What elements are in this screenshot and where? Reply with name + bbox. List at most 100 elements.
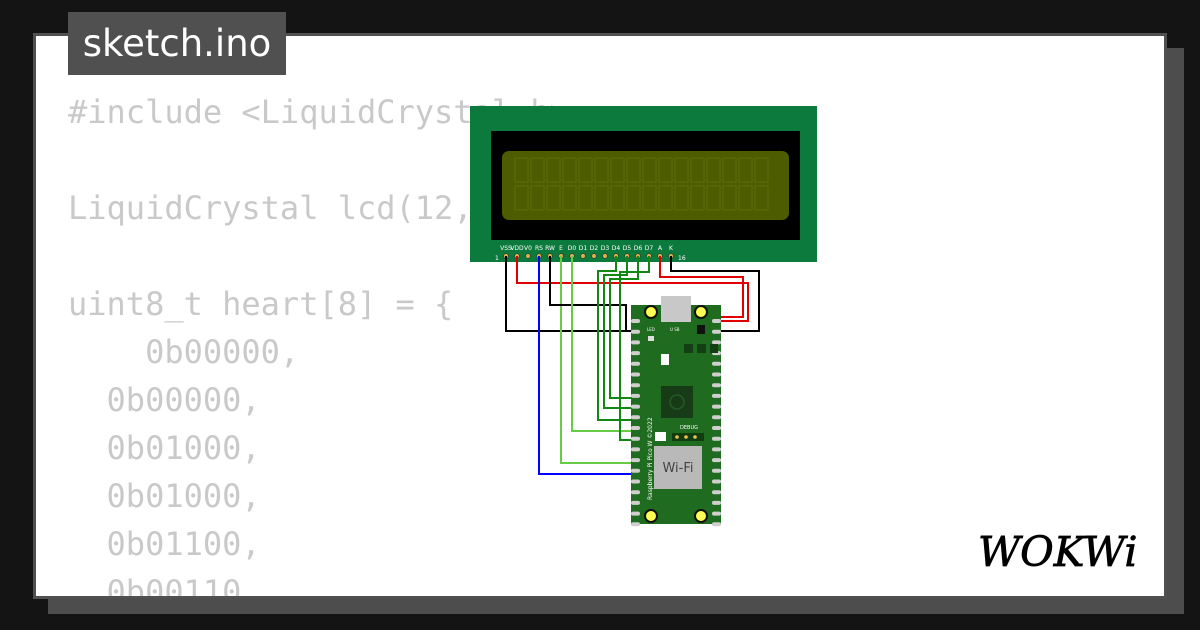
pico-pin-left[interactable] [631, 479, 640, 484]
pico-pin-right[interactable] [712, 468, 721, 473]
pico-pin-left[interactable] [631, 436, 640, 441]
wire-d4[interactable] [597, 256, 637, 421]
lcd-pin-label: D2 [590, 245, 599, 252]
pico-pin-right[interactable] [712, 426, 721, 430]
lcd-character-cell [578, 185, 593, 211]
wires [505, 256, 760, 475]
pico-pin-right[interactable] [712, 522, 721, 527]
pico-pin-left[interactable] [631, 522, 640, 527]
lcd-pin-label: D4 [612, 245, 621, 252]
lcd-character-cell [754, 157, 769, 183]
smd-component [661, 354, 669, 365]
pico-pin-left[interactable] [631, 383, 640, 388]
wire-vdd-vbus[interactable] [516, 256, 749, 322]
pico-pin-right[interactable] [712, 404, 721, 409]
lcd-character-cells [514, 157, 769, 211]
lcd-pin[interactable] [591, 253, 597, 259]
led-label: LED [647, 327, 655, 332]
pico-pin-left[interactable] [631, 458, 640, 463]
pico-pin-left[interactable] [631, 511, 640, 516]
pico-pin-left[interactable] [631, 490, 640, 495]
pico-pin-left[interactable] [631, 361, 640, 366]
pico-pin-left[interactable] [631, 404, 640, 409]
pico-pin-left[interactable] [631, 340, 640, 345]
pico-pin-left[interactable] [631, 447, 640, 452]
lcd-character-cell [546, 157, 561, 183]
pico-pin-left[interactable] [631, 426, 640, 430]
usb-connector [661, 296, 691, 322]
wire-a-3v3[interactable] [659, 256, 744, 318]
pico-pin-right[interactable] [712, 383, 721, 388]
lcd-character-cell [610, 185, 625, 211]
lcd-pin[interactable] [602, 253, 608, 259]
pico-pin-right[interactable] [712, 329, 721, 334]
pico-pin-right[interactable] [712, 415, 721, 420]
pico-pin-right[interactable] [712, 361, 721, 366]
pico-pin-right[interactable] [712, 479, 721, 484]
lcd-character-cell [738, 157, 753, 183]
pico-pin-left[interactable] [631, 329, 640, 334]
pico-pin-right[interactable] [712, 340, 721, 345]
pico-pin-right[interactable] [712, 447, 721, 452]
pico-pin-left[interactable] [631, 319, 640, 323]
lcd-pin-label: D5 [623, 245, 632, 252]
lcd-character-cell [530, 157, 545, 183]
lcd-pin-label: D3 [601, 245, 610, 252]
lcd-character-cell [706, 157, 721, 183]
wire-vss-gnd[interactable] [505, 256, 637, 332]
pico-pin-right[interactable] [712, 500, 721, 505]
lcd-character-cell [546, 185, 561, 211]
code-line: 0b00000, [68, 333, 300, 371]
lcd-pin-label: E [559, 245, 563, 252]
led-component [648, 336, 654, 341]
smd-component [684, 344, 693, 353]
wire-k-gnd[interactable] [670, 256, 760, 332]
code-line: 0b01100, [68, 525, 261, 563]
pico-pin-left[interactable] [631, 468, 640, 473]
wire-e[interactable] [571, 256, 637, 432]
file-tab[interactable]: sketch.ino [68, 12, 286, 75]
wire-rw-gnd[interactable] [549, 256, 637, 332]
pico-pin-right[interactable] [712, 436, 721, 441]
pico-pin-right[interactable] [712, 393, 721, 398]
lcd-character-cell [722, 185, 737, 211]
lcd-character-cell [706, 185, 721, 211]
lcd-character-cell [530, 185, 545, 211]
lcd-pin[interactable] [525, 253, 531, 259]
wire-d5[interactable] [603, 256, 637, 409]
lcd-character-cell [562, 157, 577, 183]
pico-pin-castellations [631, 319, 721, 527]
lcd-character-cell [594, 185, 609, 211]
bootsel-button[interactable] [697, 325, 705, 334]
pico-pin-right[interactable] [712, 372, 721, 377]
pico-pin-right[interactable] [712, 319, 721, 323]
pico-pin-left[interactable] [631, 393, 640, 398]
lcd-character-cell [722, 157, 737, 183]
debug-label: DEBUG [680, 425, 698, 431]
usb-label: U SB [670, 327, 680, 332]
lcd-character-cell [514, 157, 529, 183]
debug-pin [684, 435, 688, 439]
pico-pin-left[interactable] [631, 351, 640, 356]
pico-pin-left[interactable] [631, 500, 640, 505]
raspberry-pi-pico-w[interactable]: LED U SB DEBUG Wi-Fi Raspberry Pi Pico W… [631, 296, 721, 527]
wire-rs[interactable] [560, 256, 637, 464]
wire-v0[interactable] [538, 256, 637, 475]
pico-pin-right[interactable] [712, 511, 721, 516]
lcd-character-cell [626, 157, 641, 183]
pico-pin-right[interactable] [712, 490, 721, 495]
lcd-character-cell [658, 157, 673, 183]
code-line: 0b01000, [68, 477, 261, 515]
pico-pin-right[interactable] [712, 458, 721, 463]
lcd-pin-number-first: 1 [495, 255, 499, 262]
wire-d7[interactable] [619, 256, 650, 441]
wokwi-logo[interactable]: WOKWi [976, 522, 1152, 578]
lcd-pin-label: VSS [500, 245, 512, 252]
lcd-pin[interactable] [580, 253, 586, 259]
pico-pin-left[interactable] [631, 372, 640, 377]
lcd-pin-label: RS [535, 245, 543, 252]
mount-hole [644, 305, 658, 319]
pico-pin-left[interactable] [631, 415, 640, 420]
lcd-character-cell [690, 157, 705, 183]
